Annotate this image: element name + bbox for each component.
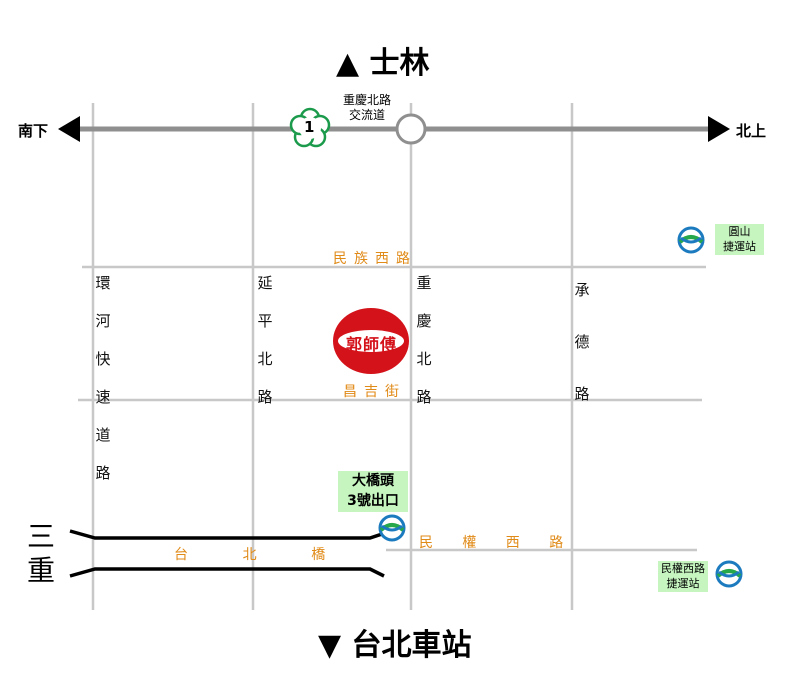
interchange-label: 重慶北路 交流道 <box>336 93 398 123</box>
mrt-minquan-line2: 捷運站 <box>666 577 700 590</box>
exit-label-line1: 大橋頭 <box>352 473 394 489</box>
mrt-icon <box>378 514 406 542</box>
road-label-char: 快 <box>95 350 111 368</box>
bridge-top-line <box>69 529 383 540</box>
road-label-char: 北 <box>257 350 273 368</box>
mrt-minquan-line1: 民權西路 <box>661 562 705 575</box>
road-label-yanping: 延 平 北 路 <box>255 264 275 416</box>
west-arrow-icon <box>58 116 80 142</box>
road-label-char: 路 <box>257 388 273 406</box>
road-label-minquan: 民權西路 <box>419 535 593 551</box>
road-label-char: 平 <box>257 312 273 330</box>
interchange-circle <box>395 113 427 145</box>
exit-label-line2: 3號出口 <box>347 493 399 509</box>
road-label-changji: 昌吉街 <box>343 384 406 400</box>
restaurant-logo-text: 郭師傅 <box>346 335 398 354</box>
mrt-yuanshan-label: 圓山 捷運站 <box>715 224 764 255</box>
mrt-icon <box>677 226 705 254</box>
sanchong-char: 三 <box>26 520 55 553</box>
road-label-chengde: 承 德 路 <box>572 264 592 420</box>
top-direction-label: ▲ 士林 <box>336 46 430 81</box>
road-label-char: 慶 <box>416 312 432 330</box>
road-label-chongqing: 重 慶 北 路 <box>414 264 434 416</box>
bridge-bottom-line <box>69 567 385 578</box>
road-label-char: 路 <box>95 464 111 482</box>
mrt-minquan-label: 民權西路 捷運站 <box>658 561 708 592</box>
road-label-huanhe: 環 河 快 速 道 路 <box>93 264 113 492</box>
road-label-char: 道 <box>95 426 111 444</box>
road-label-char: 延 <box>257 274 273 292</box>
highway-shield-icon <box>289 107 331 148</box>
road-label-char: 承 <box>574 281 590 299</box>
sanchong-label: 三 重 <box>26 520 56 588</box>
mrt-icon <box>715 560 743 588</box>
mrt-yuanshan-line1: 圓山 <box>728 225 751 238</box>
west-direction-label: 南下 <box>18 122 49 140</box>
interchange-label-line2: 交流道 <box>348 108 385 122</box>
mrt-yuanshan-line2: 捷運站 <box>723 240 756 253</box>
bottom-direction-label: ▼ 台北車站 <box>318 628 472 663</box>
road-label-char: 德 <box>574 333 590 351</box>
road-label-char: 速 <box>95 388 111 406</box>
sanchong-char: 重 <box>26 554 55 587</box>
exit-label-box: 大橋頭 3號出口 <box>338 471 408 512</box>
road-label-char: 路 <box>574 385 590 403</box>
road-label-minzu: 民族西路 <box>333 251 417 267</box>
road-label-taipei-bridge: 台北橋 <box>174 547 380 563</box>
interchange-label-line1: 重慶北路 <box>342 93 391 107</box>
road-label-char: 重 <box>416 274 432 292</box>
road-label-char: 路 <box>416 388 432 406</box>
road-label-char: 環 <box>95 274 111 292</box>
restaurant-logo <box>333 308 409 374</box>
road-label-char: 北 <box>416 350 432 368</box>
road-label-char: 河 <box>95 312 111 330</box>
east-arrow-icon <box>708 116 730 142</box>
east-direction-label: 北上 <box>736 122 767 140</box>
highway-shield-number: 1 <box>304 118 315 136</box>
